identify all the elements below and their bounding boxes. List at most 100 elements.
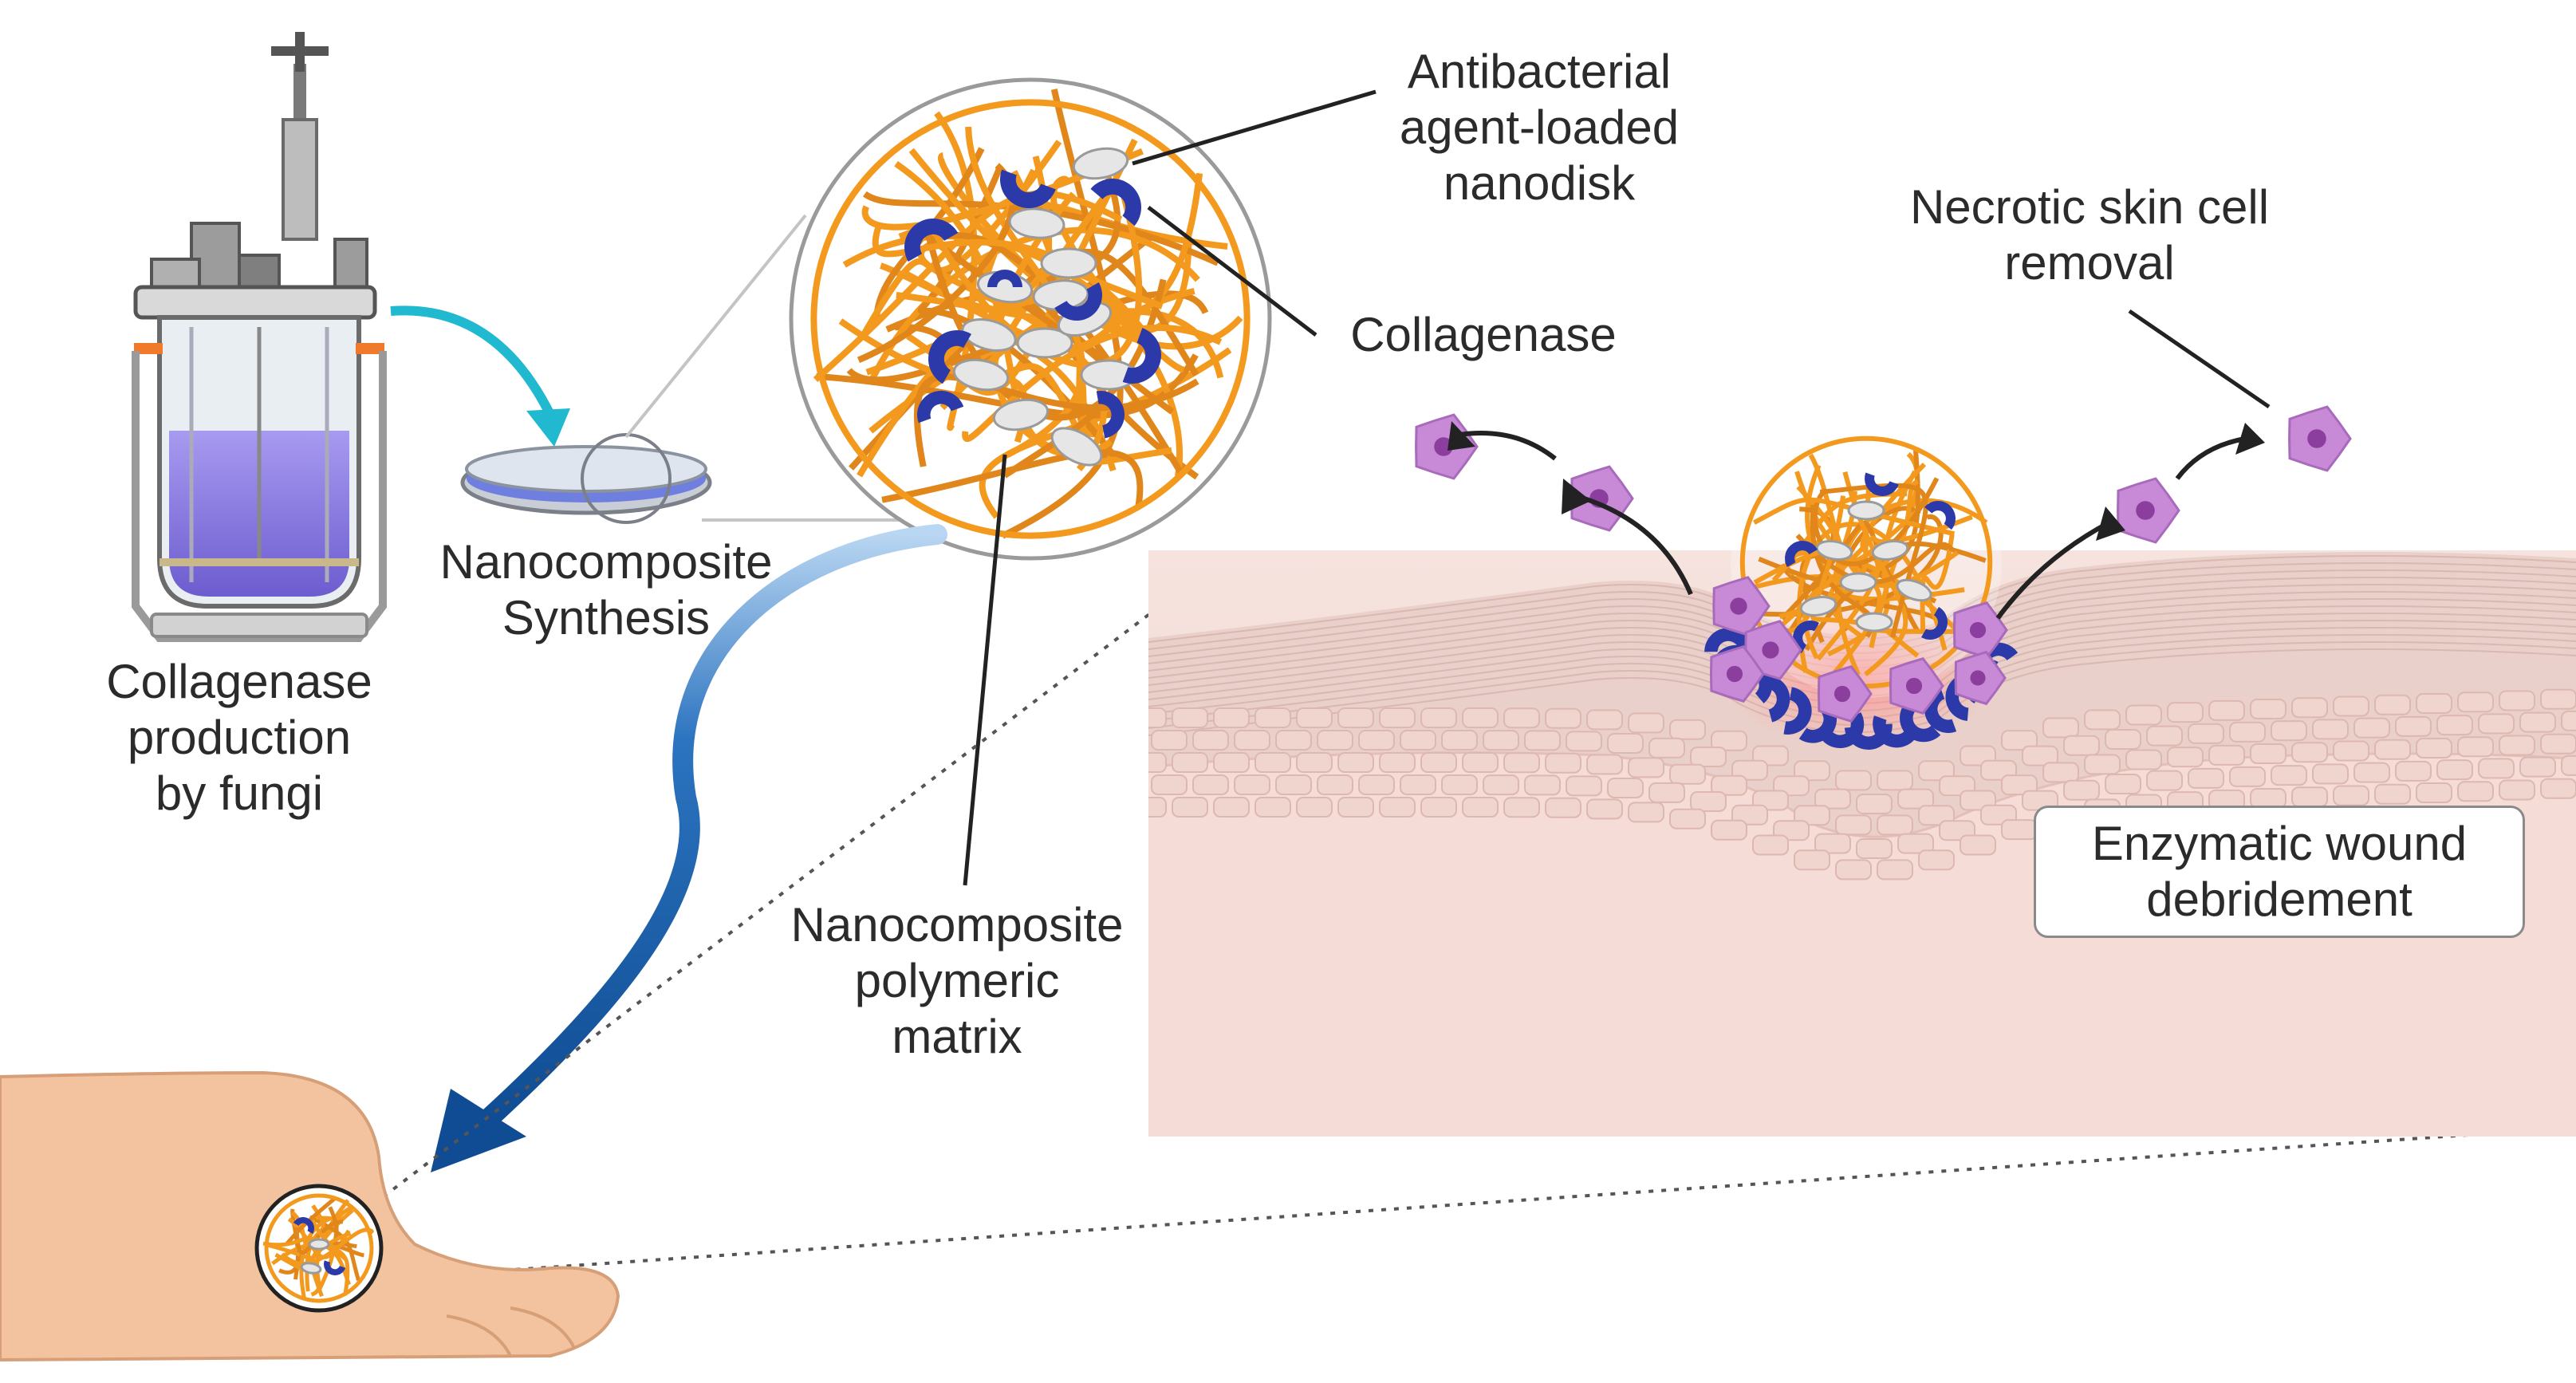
skin-cell xyxy=(1503,752,1540,774)
skin-cell xyxy=(2229,721,2266,743)
skin-cell xyxy=(1711,730,1747,751)
necrotic-cell xyxy=(1817,665,1873,723)
polymer-fiber xyxy=(962,325,1223,442)
skin-cell xyxy=(2271,720,2307,742)
skin-cell xyxy=(2229,766,2266,787)
skin-cell xyxy=(1545,797,1581,818)
collagenase-molecule xyxy=(1924,501,1956,530)
skin-cell xyxy=(1234,730,1270,751)
skin-cell xyxy=(2022,745,2058,766)
collagenase-molecule xyxy=(1759,675,1790,723)
skin-cell xyxy=(1337,797,1374,818)
skin-cell xyxy=(2042,717,2079,739)
skin-cell xyxy=(1172,797,1208,818)
collagenase-molecule xyxy=(1054,282,1102,321)
skin-cell xyxy=(1586,798,1623,820)
skin-cell xyxy=(2084,754,2121,775)
skin-cell xyxy=(1296,752,1333,773)
skin-cell xyxy=(1856,838,1893,859)
nanodisk xyxy=(1871,540,1909,561)
skin-cell xyxy=(2125,704,2162,726)
skin-cell xyxy=(2291,697,2328,719)
skin-cell xyxy=(2167,747,2204,768)
leader-polymeric-matrix xyxy=(963,454,1007,886)
skin-cell xyxy=(2499,735,2535,756)
skin-cell xyxy=(2499,779,2535,801)
skin-cell xyxy=(1648,737,1685,758)
skin-cell xyxy=(2457,736,2494,758)
polymer-fiber xyxy=(262,1236,349,1262)
skin-cell xyxy=(1213,707,1250,728)
skin-cell xyxy=(2457,692,2494,713)
nanocomposite-zoom-circle xyxy=(789,77,1272,561)
skin-cell xyxy=(1711,774,1747,796)
polymer-fiber xyxy=(930,191,1142,368)
collagenase-molecule xyxy=(293,1217,314,1234)
collagenase-molecule xyxy=(987,270,1022,287)
leader-antibacterial xyxy=(1132,89,1377,166)
collagenase-molecule xyxy=(1793,621,1819,654)
petri-dish-icon xyxy=(460,433,712,524)
nanodisk xyxy=(1855,612,1893,632)
skin-cell xyxy=(1337,752,1374,774)
skin-cell xyxy=(2416,737,2452,758)
skin-cell xyxy=(1296,707,1333,728)
skin-cell xyxy=(2374,739,2411,760)
skin-cell xyxy=(1400,730,1436,751)
leader-collagenase xyxy=(1147,206,1318,337)
skin-cell xyxy=(2561,755,2576,776)
skin-cell xyxy=(2271,765,2307,786)
dotted-line-lower xyxy=(362,1127,2561,1282)
skin-cell xyxy=(2146,725,2183,747)
skin-cell xyxy=(1566,731,1602,752)
nanodisk xyxy=(1040,247,1097,279)
necrotic-cell xyxy=(1954,650,2007,706)
skin-cell xyxy=(1172,707,1208,728)
skin-cell xyxy=(1255,752,1291,773)
nanodisk xyxy=(308,1238,330,1251)
skin-cell xyxy=(2042,762,2079,783)
skin-cell xyxy=(1918,849,1955,871)
skin-cell xyxy=(2001,819,2038,841)
skin-cell xyxy=(1669,719,1706,740)
skin-cell xyxy=(1462,797,1499,818)
skin-cell xyxy=(2499,690,2535,711)
skin-cell xyxy=(1148,752,1167,773)
collagenase-molecule xyxy=(1865,472,1899,496)
skin-cell xyxy=(1420,752,1457,774)
skin-cell xyxy=(1731,804,1768,825)
skin-cell xyxy=(1794,805,1830,826)
collagenase-molecule xyxy=(1000,169,1056,208)
collagenase-molecule xyxy=(1900,701,1941,743)
skin-cell xyxy=(2001,774,2038,796)
skin-cell xyxy=(1856,794,1893,814)
sphere-nanodisks xyxy=(1799,500,1932,632)
skin-cell xyxy=(2478,713,2515,735)
skin-cell xyxy=(1711,819,1747,841)
skin-cell xyxy=(1648,782,1685,803)
skin-cell xyxy=(1835,814,1872,836)
polymer-fiber xyxy=(1771,514,1973,635)
skin-cell xyxy=(2063,779,2100,801)
nanodisk xyxy=(952,358,1010,392)
skin-cell xyxy=(2333,740,2369,762)
application-arrow xyxy=(431,524,947,1172)
nanodisk xyxy=(1839,572,1877,593)
polymer-fiber xyxy=(813,190,1123,383)
skin-cell xyxy=(2291,786,2328,808)
skin-cell xyxy=(1192,774,1229,795)
skin-cell xyxy=(2208,744,2245,766)
skin-cell xyxy=(1628,802,1664,823)
sphere-collagenase xyxy=(1785,472,1956,654)
polymer-fiber xyxy=(925,233,1167,421)
skin-cell xyxy=(1379,797,1416,818)
skin-cell xyxy=(1213,797,1250,818)
skin-cell xyxy=(2125,749,2162,770)
collagenase-molecule xyxy=(928,330,971,384)
skin-cell xyxy=(1835,859,1872,881)
skin-cell xyxy=(2561,710,2576,731)
skin-cell xyxy=(1337,707,1374,729)
skin-cell xyxy=(1690,747,1727,768)
skin-cell xyxy=(1358,774,1395,796)
skin-cell xyxy=(2540,688,2576,710)
